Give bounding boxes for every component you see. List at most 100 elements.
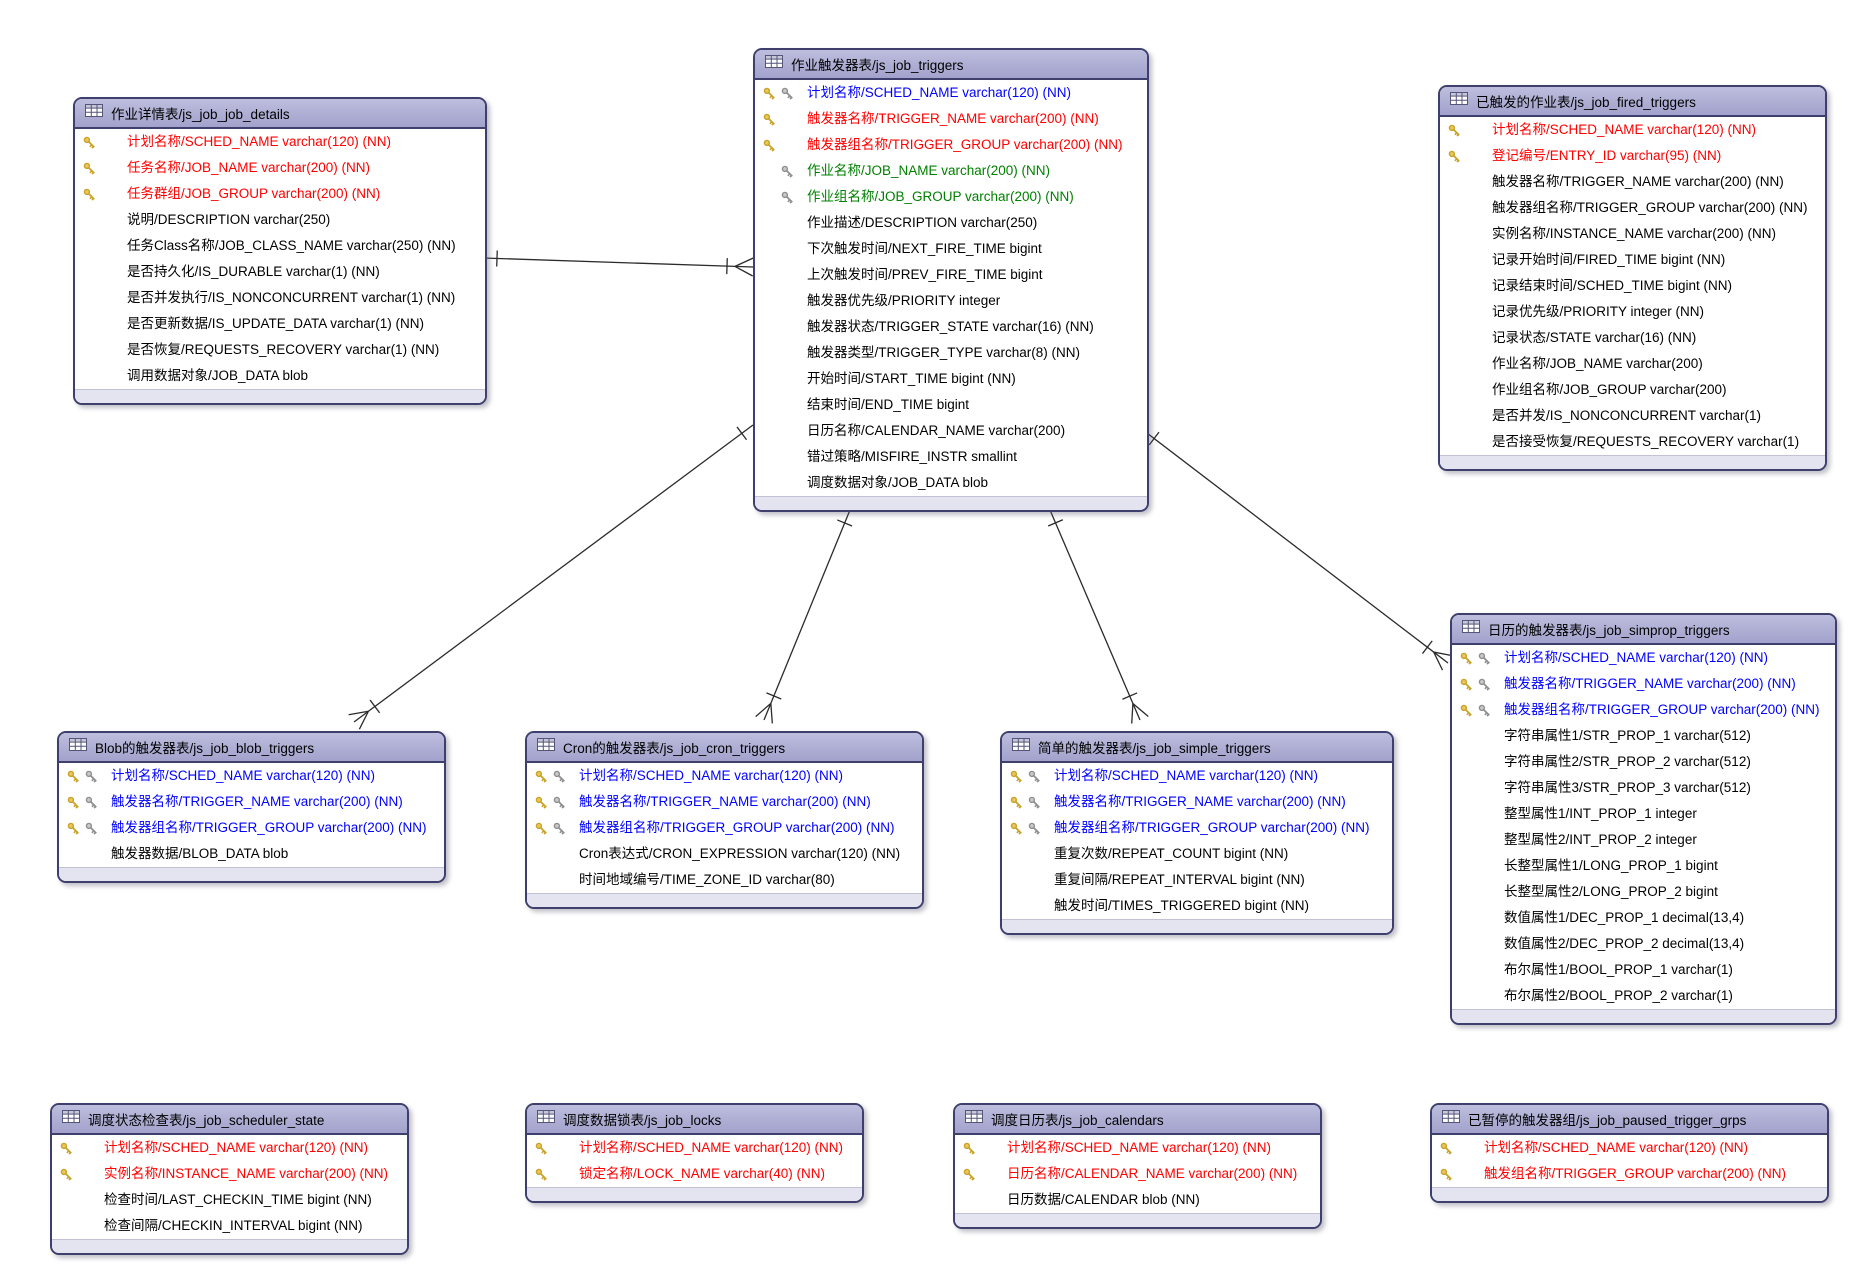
- entity-table-js_job_scheduler_state[interactable]: 调度状态检查表/js_job_scheduler_state 计划名称/SCHE…: [50, 1103, 409, 1255]
- entity-field-label: 触发器组名称/TRIGGER_GROUP varchar(200) (NN): [1054, 820, 1370, 835]
- primary-key-icon: [1440, 1142, 1452, 1155]
- entity-table-header[interactable]: 调度数据锁表/js_job_locks: [527, 1105, 862, 1135]
- entity-table-js_job_simprop_triggers[interactable]: 日历的触发器表/js_job_simprop_triggers 计划名称/SCH…: [1450, 613, 1837, 1025]
- key-icon-slot: [1447, 148, 1463, 174]
- key-icon-slot: [1477, 676, 1493, 702]
- entity-field-label: 任务群组/JOB_GROUP varchar(200) (NN): [127, 186, 381, 201]
- foreign-key-icon: [781, 87, 793, 100]
- entity-field-label: 作业名称/JOB_NAME varchar(200): [1492, 356, 1703, 371]
- entity-field-row: 计划名称/SCHED_NAME varchar(120) (NN): [1432, 1135, 1827, 1161]
- entity-table-header[interactable]: 日历的触发器表/js_job_simprop_triggers: [1452, 615, 1835, 645]
- entity-field-label: 登记编号/ENTRY_ID varchar(95) (NN): [1492, 148, 1722, 163]
- entity-field-row: 是否并发/IS_NONCONCURRENT varchar(1): [1440, 403, 1825, 429]
- entity-table-footer: [527, 893, 922, 907]
- entity-table-header[interactable]: 作业详情表/js_job_job_details: [75, 99, 485, 129]
- entity-table-title: 调度状态检查表/js_job_scheduler_state: [88, 1113, 325, 1128]
- entity-field-label: 触发器优先级/PRIORITY integer: [807, 293, 1001, 308]
- entity-field-row: 计划名称/SCHED_NAME varchar(120) (NN): [75, 129, 485, 155]
- entity-field-label: Cron表达式/CRON_EXPRESSION varchar(120) (NN…: [579, 846, 901, 861]
- entity-table-js_job_cron_triggers[interactable]: Cron的触发器表/js_job_cron_triggers 计划名称/SCHE…: [525, 731, 924, 909]
- primary-key-icon: [535, 822, 547, 835]
- primary-key-icon: [535, 1142, 547, 1155]
- key-icon-slot: [66, 820, 82, 846]
- entity-field-label: 数值属性2/DEC_PROP_2 decimal(13,4): [1504, 936, 1745, 951]
- entity-field-label: 计划名称/SCHED_NAME varchar(120) (NN): [1054, 768, 1319, 783]
- entity-field-row: 字符串属性2/STR_PROP_2 varchar(512): [1452, 749, 1835, 775]
- entity-table-title: 调度日历表/js_job_calendars: [991, 1113, 1164, 1128]
- entity-table-header[interactable]: 调度状态检查表/js_job_scheduler_state: [52, 1105, 407, 1135]
- entity-field-row: 开始时间/START_TIME bigint (NN): [755, 366, 1147, 392]
- key-icon-slot: [1009, 794, 1025, 820]
- entity-table-header[interactable]: 已触发的作业表/js_job_fired_triggers: [1440, 87, 1825, 117]
- entity-table-header[interactable]: Cron的触发器表/js_job_cron_triggers: [527, 733, 922, 763]
- table-icon: [85, 104, 103, 122]
- entity-field-row: 字符串属性1/STR_PROP_1 varchar(512): [1452, 723, 1835, 749]
- entity-field-label: 任务Class名称/JOB_CLASS_NAME varchar(250) (N…: [127, 238, 456, 253]
- entity-table-header[interactable]: Blob的触发器表/js_job_blob_triggers: [59, 733, 444, 763]
- entity-field-label: 锁定名称/LOCK_NAME varchar(40) (NN): [579, 1166, 826, 1181]
- entity-table-js_job_locks[interactable]: 调度数据锁表/js_job_locks 计划名称/SCHED_NAME varc…: [525, 1103, 864, 1203]
- entity-field-label: 调用数据对象/JOB_DATA blob: [127, 368, 309, 383]
- foreign-key-icon: [1028, 770, 1040, 783]
- entity-field-label: 作业组名称/JOB_GROUP varchar(200) (NN): [807, 189, 1074, 204]
- entity-field-row: 计划名称/SCHED_NAME varchar(120) (NN): [527, 1135, 862, 1161]
- entity-field-row: 下次触发时间/NEXT_FIRE_TIME bigint: [755, 236, 1147, 262]
- key-icon-slot: [962, 1140, 978, 1166]
- relation-triggers-to-simple-triggers: [1047, 509, 1149, 724]
- key-icon-slot: [1459, 702, 1475, 728]
- entity-table-title: 调度数据锁表/js_job_locks: [563, 1113, 722, 1128]
- primary-key-icon: [1460, 678, 1472, 691]
- primary-key-icon: [1010, 770, 1022, 783]
- key-icon-slot: [82, 160, 98, 186]
- entity-field-label: 触发器状态/TRIGGER_STATE varchar(16) (NN): [807, 319, 1094, 334]
- entity-table-js_job_paused_trigger_grps[interactable]: 已暂停的触发器组/js_job_paused_trigger_grps 计划名称…: [1430, 1103, 1829, 1203]
- entity-field-row: 计划名称/SCHED_NAME varchar(120) (NN): [1452, 645, 1835, 671]
- entity-table-js_job_triggers[interactable]: 作业触发器表/js_job_triggers 计划名称/SCHED_NAME v…: [753, 48, 1149, 512]
- entity-field-row: 触发器组名称/TRIGGER_GROUP varchar(200) (NN): [755, 132, 1147, 158]
- entity-table-js_job_job_details[interactable]: 作业详情表/js_job_job_details 计划名称/SCHED_NAME…: [73, 97, 487, 405]
- foreign-key-icon: [781, 191, 793, 204]
- entity-field-label: 日历名称/CALENDAR_NAME varchar(200) (NN): [1007, 1166, 1298, 1181]
- entity-field-row: 计划名称/SCHED_NAME varchar(120) (NN): [527, 763, 922, 789]
- entity-field-label: 时间地域编号/TIME_ZONE_ID varchar(80): [579, 872, 835, 887]
- foreign-key-icon: [85, 770, 97, 783]
- table-icon: [537, 738, 555, 756]
- entity-table-js_job_blob_triggers[interactable]: Blob的触发器表/js_job_blob_triggers 计划名称/SCHE…: [57, 731, 446, 883]
- key-icon-slot: [534, 1140, 550, 1166]
- key-icon-slot: [82, 186, 98, 212]
- entity-field-label: 说明/DESCRIPTION varchar(250): [127, 212, 331, 227]
- entity-table-header[interactable]: 作业触发器表/js_job_triggers: [755, 50, 1147, 80]
- entity-table-js_job_simple_triggers[interactable]: 简单的触发器表/js_job_simple_triggers 计划名称/SCHE…: [1000, 731, 1394, 935]
- entity-field-row: 计划名称/SCHED_NAME varchar(120) (NN): [755, 80, 1147, 106]
- entity-field-row: 重复次数/REPEAT_COUNT bigint (NN): [1002, 841, 1392, 867]
- primary-key-icon: [1448, 150, 1460, 163]
- entity-field-label: 数值属性1/DEC_PROP_1 decimal(13,4): [1504, 910, 1745, 925]
- entity-table-title: 已触发的作业表/js_job_fired_triggers: [1476, 95, 1696, 110]
- primary-key-icon: [535, 796, 547, 809]
- entity-field-row: 数值属性2/DEC_PROP_2 decimal(13,4): [1452, 931, 1835, 957]
- entity-table-footer: [75, 389, 485, 403]
- entity-table-js_job_fired_triggers[interactable]: 已触发的作业表/js_job_fired_triggers 计划名称/SCHED…: [1438, 85, 1827, 471]
- key-icon-slot: [66, 794, 82, 820]
- entity-table-js_job_calendars[interactable]: 调度日历表/js_job_calendars 计划名称/SCHED_NAME v…: [953, 1103, 1322, 1229]
- entity-table-header[interactable]: 简单的触发器表/js_job_simple_triggers: [1002, 733, 1392, 763]
- entity-field-label: 计划名称/SCHED_NAME varchar(120) (NN): [579, 768, 844, 783]
- key-icon-slot: [534, 794, 550, 820]
- entity-field-label: 计划名称/SCHED_NAME varchar(120) (NN): [1492, 122, 1757, 137]
- entity-table-footer: [1440, 455, 1825, 469]
- entity-field-row: 触发器组名称/TRIGGER_GROUP varchar(200) (NN): [527, 815, 922, 841]
- entity-field-list: 计划名称/SCHED_NAME varchar(120) (NN) 登记编号/E…: [1440, 117, 1825, 455]
- entity-table-title: 日历的触发器表/js_job_simprop_triggers: [1488, 623, 1730, 638]
- entity-table-footer: [1432, 1187, 1827, 1201]
- key-icon-slot: [1459, 676, 1475, 702]
- primary-key-icon: [535, 1168, 547, 1181]
- primary-key-icon: [963, 1142, 975, 1155]
- entity-field-row: 触发器类型/TRIGGER_TYPE varchar(8) (NN): [755, 340, 1147, 366]
- entity-field-row: 调用数据对象/JOB_DATA blob: [75, 363, 485, 389]
- entity-table-title: 作业触发器表/js_job_triggers: [791, 58, 964, 73]
- entity-field-row: 记录状态/STATE varchar(16) (NN): [1440, 325, 1825, 351]
- entity-table-header[interactable]: 调度日历表/js_job_calendars: [955, 1105, 1320, 1135]
- key-icon-slot: [66, 768, 82, 794]
- entity-field-row: 字符串属性3/STR_PROP_3 varchar(512): [1452, 775, 1835, 801]
- entity-table-header[interactable]: 已暂停的触发器组/js_job_paused_trigger_grps: [1432, 1105, 1827, 1135]
